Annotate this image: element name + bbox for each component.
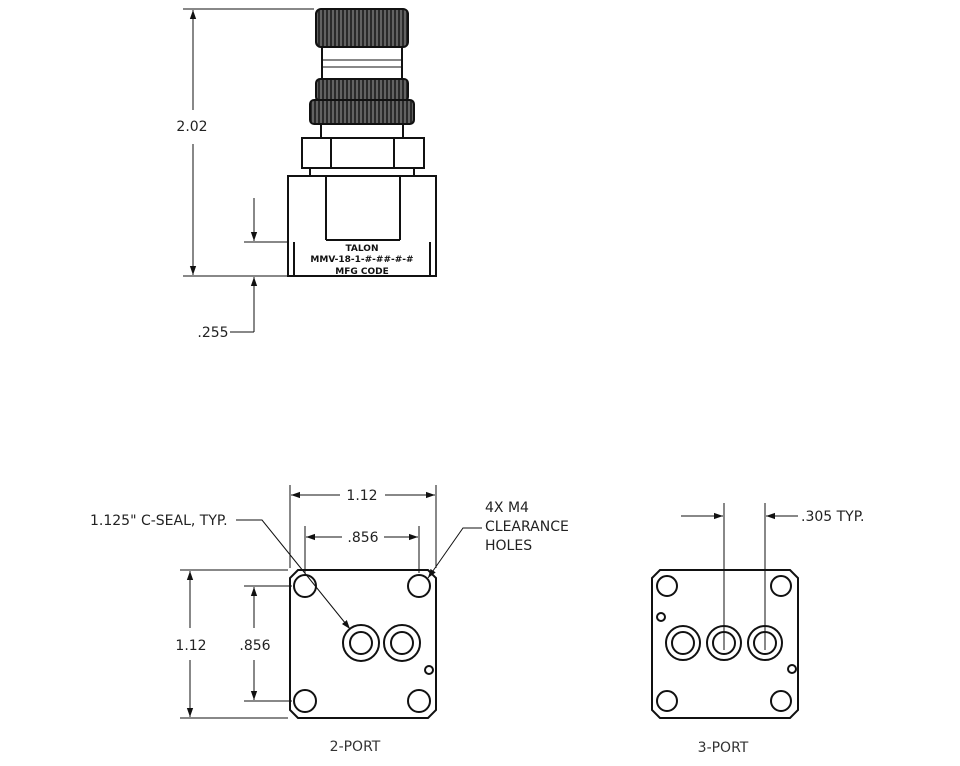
height-dimension: 1.12 (175, 569, 288, 719)
mounting-hole (293, 574, 317, 598)
port-bore (671, 631, 695, 655)
hex-nut (301, 137, 425, 169)
knurled-nut-upper (315, 78, 409, 102)
mounting-hole (656, 690, 678, 712)
port-spacing-dimension: .305 TYP. (681, 503, 864, 650)
mounting-hole (770, 690, 792, 712)
locating-pin (787, 664, 797, 674)
three-port-caption: 3-PORT (698, 740, 749, 756)
mounting-hole (293, 689, 317, 713)
two-port-body (289, 569, 437, 719)
two-port-view: 1.12 .856 1.12 .856 1 (90, 485, 569, 755)
port-spacing-label: .305 TYP. (801, 509, 864, 525)
etch-brand: TALON (345, 244, 378, 254)
three-port-view: .305 TYP. 3-PORT (651, 503, 864, 756)
c-seal-note: 1.125" C-SEAL, TYP. (90, 513, 228, 529)
knurled-nut-lower (309, 99, 415, 125)
width-label: 1.12 (346, 488, 377, 504)
port-bore (349, 631, 373, 655)
two-port-caption: 2-PORT (330, 739, 381, 755)
clearance-holes-callout: 4X M4 CLEARANCE HOLES (427, 500, 569, 579)
vertical-spacing-label: .856 (239, 638, 270, 654)
knurled-cap (315, 8, 409, 48)
three-port-body (651, 569, 799, 719)
side-view: TALON MMV-18-1-#-##-#-# MFG CODE 2.02 .2… (176, 8, 437, 341)
c-seal-callout: 1.125" C-SEAL, TYP. (90, 513, 351, 630)
locating-pin (424, 665, 434, 675)
valve-neck (321, 46, 403, 80)
port-bore (390, 631, 414, 655)
clearance-note-line-2: CLEARANCE (485, 519, 569, 535)
mounting-hole (407, 689, 431, 713)
hole-spacing-dimension: .856 (304, 526, 420, 573)
base-offset-label: .255 (197, 325, 228, 341)
mounting-hole (770, 575, 792, 597)
valve-body (287, 175, 437, 277)
port-seal (383, 624, 421, 662)
etch-mfg-code: MFG CODE (335, 267, 389, 277)
hole-spacing-label: .856 (347, 530, 378, 546)
overall-height-label: 2.02 (176, 119, 207, 135)
port-seal (342, 624, 380, 662)
locating-pin (656, 612, 666, 622)
vertical-spacing-dimension: .856 (239, 585, 292, 702)
height-label: 1.12 (175, 638, 206, 654)
mounting-hole (407, 574, 431, 598)
base-offset-dimension: .255 (197, 198, 287, 341)
hex-neck (309, 167, 415, 177)
port-seal (665, 625, 701, 661)
etch-part-number: MMV-18-1-#-##-#-# (310, 255, 413, 265)
width-dimension: 1.12 (289, 485, 437, 568)
clearance-note-line-1: 4X M4 (485, 500, 529, 516)
mounting-hole (656, 575, 678, 597)
valve-stem (320, 123, 404, 139)
clearance-note-line-3: HOLES (485, 538, 532, 554)
overall-height-dimension: 2.02 (176, 8, 314, 277)
